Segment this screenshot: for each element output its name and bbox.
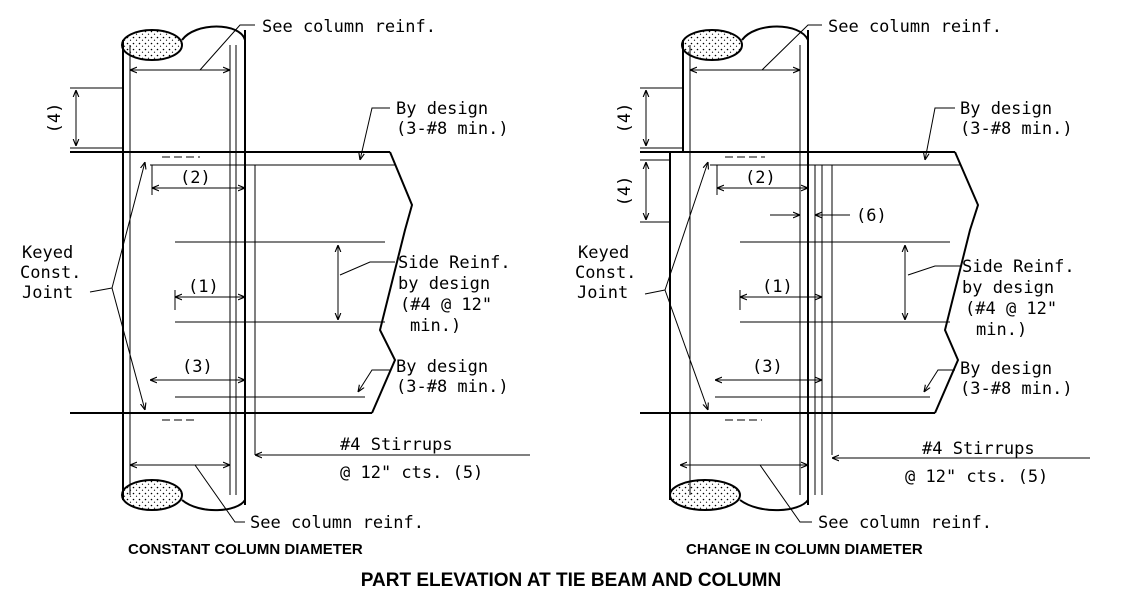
label-by-design-bot-2-right: (3-#8 min.) bbox=[960, 379, 1073, 399]
label-keyed-2-right: Const. bbox=[575, 263, 636, 283]
label-by-design-top-2: (3-#8 min.) bbox=[396, 119, 509, 139]
label-col-reinf-top: See column reinf. bbox=[262, 17, 436, 37]
column-section-top bbox=[121, 29, 183, 61]
label-by-design-top-2-right: (3-#8 min.) bbox=[960, 119, 1073, 139]
label-side-2-right: by design bbox=[962, 278, 1054, 298]
label-side-3: (#4 @ 12" bbox=[400, 295, 492, 315]
label-side-4-right: min.) bbox=[976, 320, 1027, 340]
label-by-design-bot-1-right: By design bbox=[960, 359, 1052, 379]
label-by-design-top-1-right: By design bbox=[960, 99, 1052, 119]
label-stirrups-1-right: #4 Stirrups bbox=[922, 439, 1035, 459]
column-section-bottom-right bbox=[669, 479, 741, 511]
label-side-1-right: Side Reinf. bbox=[962, 257, 1075, 277]
label-side-1: Side Reinf. bbox=[398, 253, 511, 273]
dim-6: (6) bbox=[856, 206, 887, 226]
detail-constant-diameter: (4) (2) (1) (3) See column reinf. See co… bbox=[20, 17, 530, 558]
label-col-reinf-top-right: See column reinf. bbox=[828, 17, 1002, 37]
dim-4a: (4) bbox=[615, 103, 635, 134]
dim-1-right: (1) bbox=[762, 277, 793, 297]
tie-beam-right bbox=[640, 151, 980, 414]
label-by-design-bot-2: (3-#8 min.) bbox=[396, 377, 509, 397]
label-keyed-2: Const. bbox=[20, 263, 81, 283]
main-title: PART ELEVATION AT TIE BEAM AND COLUMN bbox=[361, 570, 781, 591]
label-keyed-1: Keyed bbox=[22, 243, 73, 263]
dim-3: (3) bbox=[182, 357, 213, 377]
label-stirrups-1: #4 Stirrups bbox=[340, 435, 453, 455]
caption-constant: CONSTANT COLUMN DIAMETER bbox=[128, 541, 363, 558]
label-keyed-3: Joint bbox=[22, 283, 73, 303]
label-stirrups-2: @ 12" cts. (5) bbox=[340, 463, 483, 483]
label-side-4: min.) bbox=[410, 316, 461, 336]
label-keyed-3-right: Joint bbox=[577, 283, 628, 303]
column-section-bottom bbox=[121, 479, 183, 511]
dim-1: (1) bbox=[188, 277, 219, 297]
dim-2: (2) bbox=[180, 168, 211, 188]
dim-3-right: (3) bbox=[752, 357, 783, 377]
label-side-3-right: (#4 @ 12" bbox=[965, 299, 1057, 319]
column-outline-right bbox=[669, 25, 823, 512]
label-by-design-top-1: By design bbox=[396, 99, 488, 119]
dim-4b: (4) bbox=[615, 176, 635, 207]
column-outline bbox=[121, 25, 246, 512]
caption-change: CHANGE IN COLUMN DIAMETER bbox=[686, 541, 923, 558]
dim-2-right: (2) bbox=[745, 168, 776, 188]
detail-change-diameter: (4) (4) (2) (6) (1) (3) See column reinf… bbox=[575, 17, 1090, 558]
label-col-reinf-bottom: See column reinf. bbox=[250, 513, 424, 533]
tie-beam bbox=[70, 151, 414, 414]
column-section-top-right bbox=[681, 29, 743, 61]
label-by-design-bot-1: By design bbox=[396, 357, 488, 377]
label-side-2: by design bbox=[398, 274, 490, 294]
label-keyed-1-right: Keyed bbox=[578, 243, 629, 263]
label-stirrups-2-right: @ 12" cts. (5) bbox=[905, 467, 1048, 487]
label-col-reinf-bottom-right: See column reinf. bbox=[818, 513, 992, 533]
dim-4: (4) bbox=[45, 103, 65, 134]
